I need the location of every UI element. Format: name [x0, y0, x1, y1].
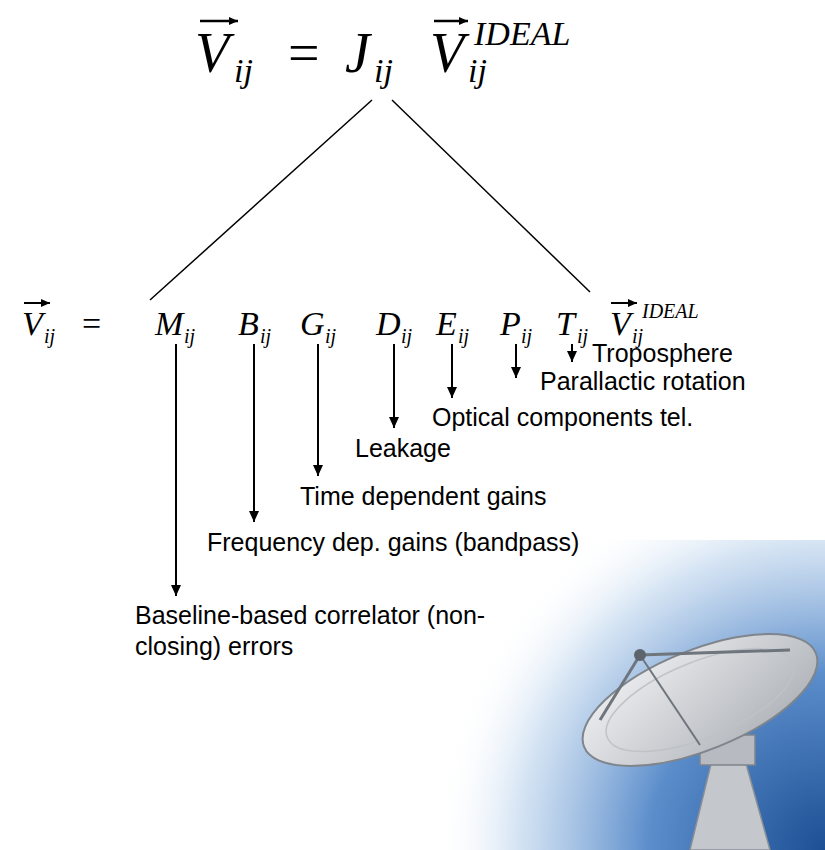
annotation-label: Frequency dep. gains (bandpass)	[207, 527, 579, 558]
expansion-line	[150, 100, 372, 300]
subscript: ij	[458, 326, 469, 346]
math-operator: =	[288, 25, 320, 81]
math-symbol: V	[195, 25, 229, 81]
superscript: IDEAL	[642, 301, 699, 321]
leader-arrow	[253, 344, 255, 522]
annotation-label: Time dependent gains	[300, 481, 546, 512]
math-symbol: V	[610, 307, 631, 341]
annotation-label: Baseline-based correlator (non-closing) …	[135, 600, 495, 663]
math-symbol: V	[430, 25, 464, 81]
subscript: ij	[374, 54, 393, 88]
math-symbol: P	[500, 307, 521, 341]
leader-arrow	[571, 344, 573, 362]
math-symbol: T	[556, 307, 575, 341]
annotation-label: Optical components tel.	[432, 402, 693, 433]
telescope-photo	[440, 540, 825, 850]
annotation-label: Leakage	[355, 433, 451, 464]
subscript: ij	[401, 326, 412, 346]
math-symbol: E	[436, 307, 457, 341]
annotation-label: Parallactic rotation	[540, 366, 746, 397]
leader-arrow	[451, 344, 453, 398]
math-symbol: J	[345, 25, 370, 81]
math-symbol: V	[22, 307, 43, 341]
math-symbol: D	[376, 307, 401, 341]
subscript: ij	[234, 54, 253, 88]
subscript: ij	[468, 54, 487, 88]
subscript: ij	[325, 326, 336, 346]
vector-arrow	[200, 20, 238, 23]
math-symbol: B	[238, 307, 259, 341]
subscript: ij	[577, 326, 588, 346]
leader-arrow	[393, 344, 395, 428]
expansion-line	[392, 100, 590, 292]
subscript: ij	[184, 326, 195, 346]
subscript: ij	[260, 326, 271, 346]
leader-arrow	[317, 344, 319, 476]
vector-arrow	[434, 20, 468, 23]
math-symbol: M	[155, 307, 183, 341]
math-operator: =	[82, 307, 101, 341]
vector-arrow	[24, 302, 50, 304]
math-symbol: G	[300, 307, 325, 341]
leader-arrow	[515, 344, 517, 378]
annotation-label: Troposphere	[592, 338, 733, 369]
subscript: ij	[521, 326, 532, 346]
vector-arrow	[611, 302, 637, 304]
superscript: IDEAL	[474, 17, 570, 51]
subscript: ij	[44, 326, 55, 346]
leader-arrow	[175, 344, 177, 596]
